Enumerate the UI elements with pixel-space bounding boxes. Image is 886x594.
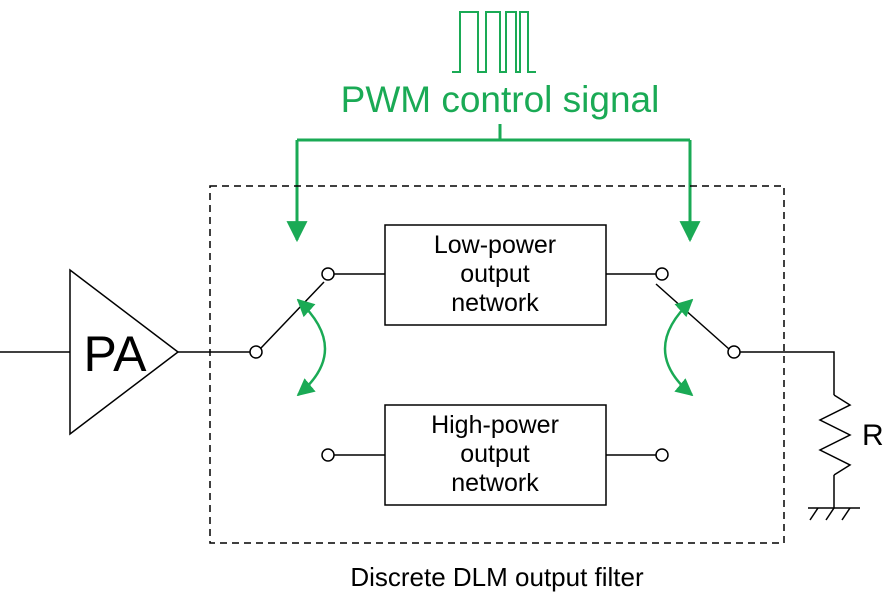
left-switch-low-terminal (321, 267, 335, 281)
power-amplifier-label: PA (84, 326, 148, 382)
load-resistor (818, 394, 852, 476)
pwm-control-label: PWM control signal (341, 79, 660, 120)
low-power-label-line3: network (451, 289, 539, 317)
high-power-network-block (384, 404, 607, 506)
left-switch-high-terminal (321, 448, 335, 462)
right-switch-common-terminal (727, 345, 741, 359)
output-line (740, 351, 835, 395)
ground-symbol (808, 475, 860, 521)
high-power-label-line3: network (451, 469, 539, 497)
filter-boundary (209, 185, 785, 544)
pwm-control-lines (286, 124, 701, 243)
left-switch-common-terminal (249, 345, 263, 359)
low-power-network-block (384, 224, 607, 326)
left-switch-motion-arrow (296, 298, 327, 397)
right-switch-high-terminal (655, 448, 669, 462)
left-switch-blade (260, 281, 325, 349)
right-switch-motion-arrow (663, 298, 694, 397)
power-amplifier-triangle (69, 268, 180, 436)
low-power-label-line2: output (460, 260, 530, 288)
high-power-label-line2: output (460, 440, 530, 468)
low-power-label-line1: Low-power (434, 231, 556, 259)
filter-caption: Discrete DLM output filter (350, 562, 644, 592)
pwm-waveform (452, 11, 536, 73)
right-switch-low-terminal (655, 267, 669, 281)
load-resistor-label: R (862, 419, 884, 452)
high-power-label-line1: High-power (431, 411, 559, 439)
